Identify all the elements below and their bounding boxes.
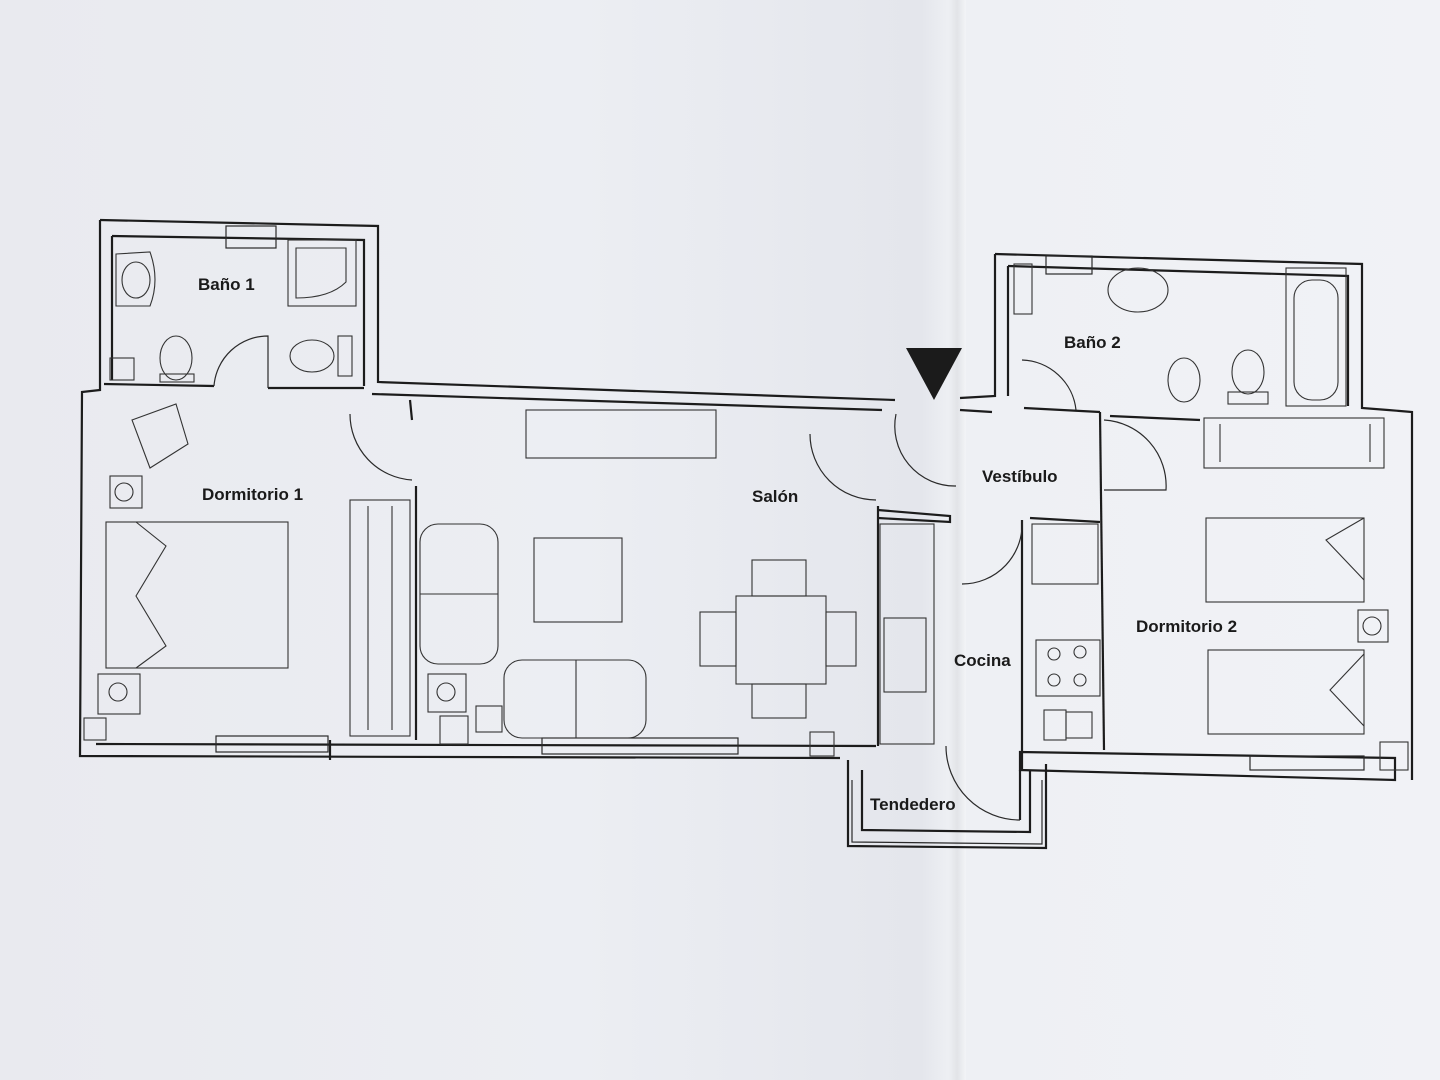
doors xyxy=(213,335,1167,821)
label-tendedero: Tendedero xyxy=(870,795,956,814)
paper-fold xyxy=(948,0,966,1080)
label-bano2: Baño 2 xyxy=(1064,333,1121,352)
label-bano1: Baño 1 xyxy=(198,275,255,294)
dormitorio2-furniture xyxy=(1203,417,1409,771)
exterior-walls xyxy=(78,218,1414,850)
salon-furniture xyxy=(419,409,857,757)
room-labels: Baño 1 Baño 2 Dormitorio 1 Salón Vestíbu… xyxy=(198,275,1237,814)
dormitorio1-furniture xyxy=(83,403,411,741)
cocina-fixtures xyxy=(879,523,1101,745)
entrance-arrow-icon xyxy=(906,348,962,400)
bano2-fixtures xyxy=(1013,263,1347,407)
label-dormitorio2: Dormitorio 2 xyxy=(1136,617,1237,636)
label-salon: Salón xyxy=(752,487,798,506)
bano1-fixtures xyxy=(109,239,357,383)
windows xyxy=(215,225,1365,845)
label-vestibulo: Vestíbulo xyxy=(982,467,1058,486)
interior-walls xyxy=(103,382,1201,770)
label-dormitorio1: Dormitorio 1 xyxy=(202,485,303,504)
label-cocina: Cocina xyxy=(954,651,1011,670)
